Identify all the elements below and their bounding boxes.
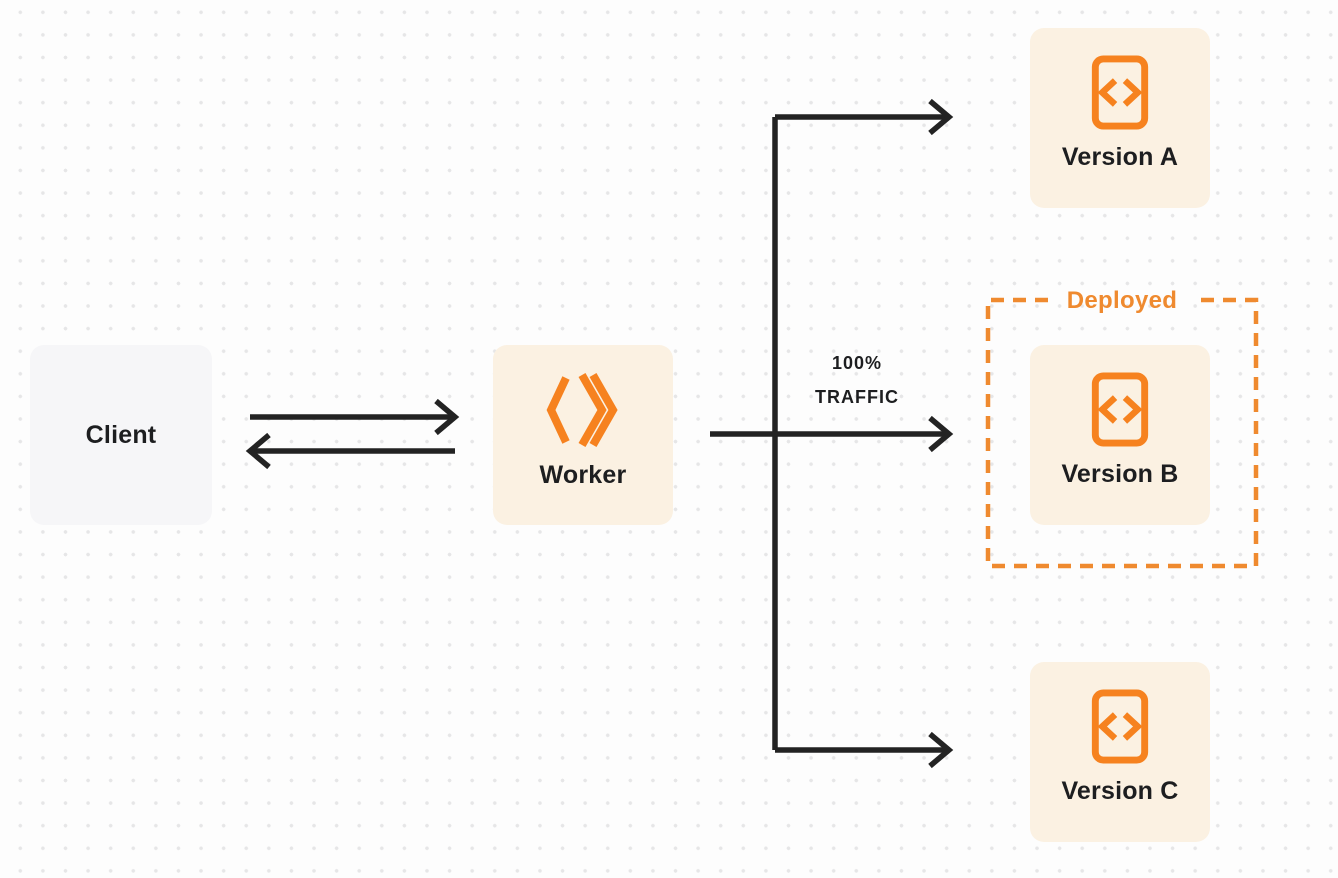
version-b-label: Version B xyxy=(1061,460,1179,488)
cloudflare-workers-icon xyxy=(545,373,621,447)
code-file-icon xyxy=(1091,372,1149,447)
worker-label: Worker xyxy=(539,461,627,489)
node-worker: Worker xyxy=(493,345,673,525)
code-file-icon xyxy=(1091,55,1149,130)
version-a-label: Version A xyxy=(1061,143,1179,171)
node-version-b: Version B xyxy=(1030,345,1210,525)
version-c-label: Version C xyxy=(1061,777,1179,805)
version-c-arrowhead xyxy=(928,731,954,769)
client-to-worker-arrowhead xyxy=(434,398,460,436)
traffic-word: TRAFFIC xyxy=(815,387,899,407)
client-label: Client xyxy=(85,420,157,449)
node-client: Client xyxy=(30,345,212,525)
traffic-annotation: 100% TRAFFIC xyxy=(775,346,939,414)
traffic-percent: 100% xyxy=(831,353,883,373)
node-version-a: Version A xyxy=(1030,28,1210,208)
deployed-badge: Deployed xyxy=(1066,287,1178,314)
version-b-arrowhead xyxy=(928,415,954,453)
worker-to-client-arrowhead xyxy=(245,432,271,470)
code-file-icon xyxy=(1091,689,1149,764)
version-a-arrowhead xyxy=(928,98,954,136)
node-version-c: Version C xyxy=(1030,662,1210,842)
